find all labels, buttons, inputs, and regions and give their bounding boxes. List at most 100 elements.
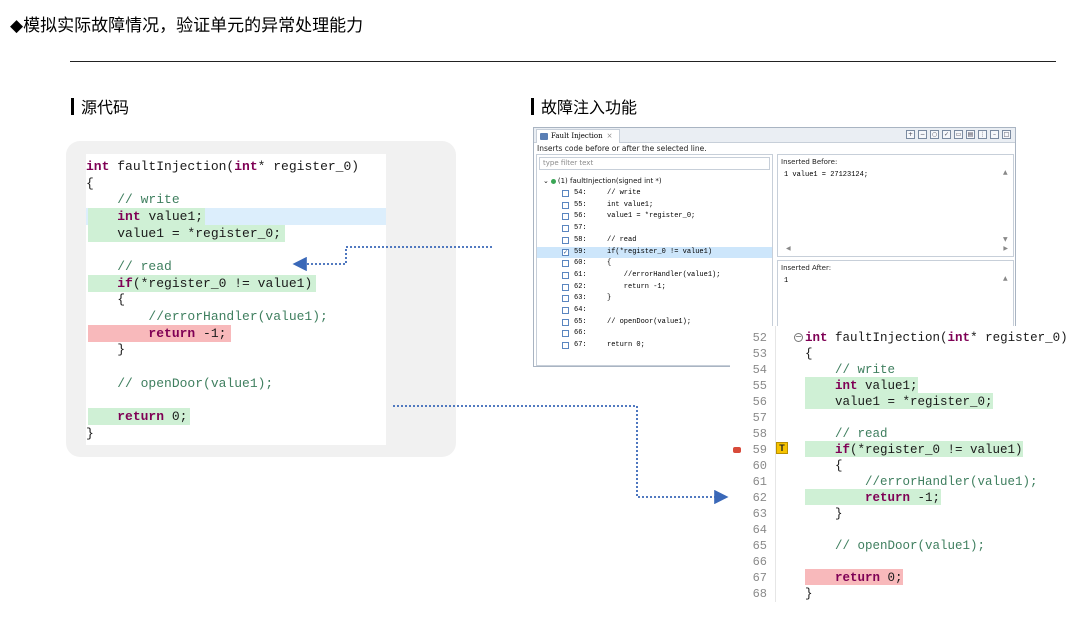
source-code-section-label: 源代码 <box>71 94 129 118</box>
inserted-after-editor[interactable]: 1 <box>784 277 789 285</box>
inserted-before-label: Inserted Before: <box>781 158 838 166</box>
editor-code-line[interactable]: if(*register_0 != value1) <box>835 443 1023 457</box>
editor-code-line[interactable]: } <box>805 507 843 521</box>
line-checkbox[interactable] <box>562 342 569 350</box>
line-checkbox[interactable] <box>562 271 569 279</box>
save-icon[interactable]: ▤ <box>966 130 975 139</box>
code-line: } <box>86 426 94 441</box>
injected-line-highlight <box>805 393 993 409</box>
code-line: int faultInjection(int* register_0) <box>86 159 360 174</box>
tree-row[interactable]: 60:{ <box>537 258 772 270</box>
chevron-down-icon[interactable]: ⌄ <box>543 177 549 185</box>
editor-code-line[interactable]: } <box>805 587 813 601</box>
code-line: { <box>86 292 126 307</box>
tree-row-code: int value1; <box>607 200 654 209</box>
line-number-gutter <box>730 326 776 602</box>
line-checkbox[interactable] <box>562 225 569 233</box>
line-checkbox[interactable] <box>562 307 569 314</box>
source-code-view: int faultInjection(int* register_0) { //… <box>86 154 386 445</box>
filter-input[interactable]: type filter text <box>539 157 770 170</box>
editor-code-line[interactable]: // write <box>805 363 896 377</box>
line-checkbox[interactable] <box>562 213 569 221</box>
editor-code-line[interactable]: return 0; <box>835 571 903 585</box>
view-menu-icon[interactable]: ⋮ <box>978 130 987 139</box>
editor-code-line[interactable]: //errorHandler(value1); <box>805 475 1038 489</box>
code-line: // openDoor(value1); <box>86 376 274 391</box>
tree-row-line-number: 64: <box>574 306 587 314</box>
tree-root[interactable]: ⌄(1) faultInjection(signed int *) <box>543 177 662 185</box>
line-number: 61 <box>752 475 767 489</box>
tree-row[interactable]: 56:value1 = *register_0; <box>537 211 772 223</box>
vertical-scrollbar[interactable]: ▲ <box>1003 275 1008 282</box>
vertical-scrollbar[interactable]: ▲▼ <box>1003 169 1008 243</box>
tree-row-line-number: 67: <box>574 341 587 350</box>
tree-row[interactable]: 54:// write <box>537 188 772 200</box>
line-checkbox[interactable] <box>562 190 569 197</box>
tree-row[interactable]: 61: //errorHandler(value1); <box>537 270 772 282</box>
code-line: if(*register_0 != value1) <box>117 276 313 291</box>
line-checkbox[interactable] <box>562 318 569 326</box>
editor-code-line[interactable]: int value1; <box>835 379 918 393</box>
fault-injection-label: 故障注入功能 <box>541 98 638 117</box>
injected-line-highlight <box>88 208 205 225</box>
tab-label: Fault Injection <box>551 132 603 140</box>
line-checkbox[interactable] <box>562 260 569 268</box>
line-number: 59 <box>752 443 767 457</box>
tree-row[interactable]: 62: return -1; <box>537 282 772 294</box>
tree-row-code: value1 = *register_0; <box>607 212 696 221</box>
tree-row[interactable]: 57: <box>537 223 772 235</box>
fault-line-highlight <box>88 325 231 342</box>
tree-row[interactable]: 66: <box>537 328 772 340</box>
injected-line-highlight <box>805 441 1023 457</box>
editor-code-line[interactable]: { <box>805 459 843 473</box>
line-checkbox[interactable]: ✓ <box>562 248 569 256</box>
line-checkbox[interactable] <box>562 330 569 338</box>
tree-row[interactable]: 67:return 0; <box>537 340 772 352</box>
refresh-icon[interactable]: ○ <box>930 130 939 139</box>
tree-row[interactable]: 58:// read <box>537 235 772 247</box>
line-number: 62 <box>752 491 767 505</box>
editor-code-line[interactable]: { <box>805 347 813 361</box>
folder-icon[interactable]: ▭ <box>954 130 963 139</box>
fault-injection-marker-icon[interactable]: T <box>776 442 788 454</box>
tree-row[interactable]: 55: int value1; <box>537 200 772 212</box>
line-checkbox[interactable] <box>562 295 569 303</box>
collapse-all-icon[interactable]: − <box>918 130 927 139</box>
editor-code-line[interactable]: // read <box>805 427 888 441</box>
editor-code-line[interactable]: int faultInjection(int* register_0) <box>805 331 1068 345</box>
tree-row-line-number: 55: <box>574 200 587 209</box>
injected-line-highlight <box>88 408 190 425</box>
editor-code-line[interactable]: // openDoor(value1); <box>805 539 986 553</box>
check-icon[interactable]: ✓ <box>942 130 951 139</box>
editor-code-line[interactable]: return -1; <box>865 491 941 505</box>
minimize-icon[interactable]: – <box>990 130 999 139</box>
line-number: 52 <box>752 331 767 345</box>
code-line: int value1; <box>117 209 204 224</box>
line-checkbox[interactable] <box>562 201 569 209</box>
horizontal-scrollbar[interactable]: ◀▶ <box>786 245 1008 252</box>
editor-code-line[interactable]: value1 = *register_0; <box>805 395 993 409</box>
tree-row[interactable]: 63:} <box>537 293 772 305</box>
tree-row-line-number: 54: <box>574 189 587 197</box>
tree-row-line-number: 66: <box>574 329 587 338</box>
line-checkbox[interactable] <box>562 283 569 291</box>
inserted-before-editor[interactable]: 1 value1 = 27123124; <box>784 171 869 179</box>
maximize-icon[interactable]: □ <box>1002 130 1011 139</box>
injected-line-highlight <box>805 377 918 393</box>
title-divider <box>70 61 1056 62</box>
tree-row[interactable]: 64: <box>537 305 772 317</box>
tree-row-line-number: 63: <box>574 294 587 303</box>
page-title: ◆模拟实际故障情况，验证单元的异常处理能力 <box>10 16 364 36</box>
line-checkbox[interactable] <box>562 236 569 244</box>
breakpoint-icon[interactable] <box>733 447 741 453</box>
close-icon[interactable]: × <box>606 132 613 140</box>
collapse-icon[interactable]: − <box>794 332 803 342</box>
injected-line-highlight <box>88 225 285 242</box>
tree-row-code: // read <box>607 235 637 244</box>
expand-all-icon[interactable]: + <box>906 130 915 139</box>
tab-fault-injection[interactable]: Fault Injection× <box>536 129 620 143</box>
line-number: 54 <box>752 363 767 377</box>
tree-row[interactable]: 65:// openDoor(value1); <box>537 317 772 329</box>
fault-line-highlight <box>805 569 903 585</box>
tree-row[interactable]: ✓59:if(*register_0 != value1) <box>537 246 772 259</box>
